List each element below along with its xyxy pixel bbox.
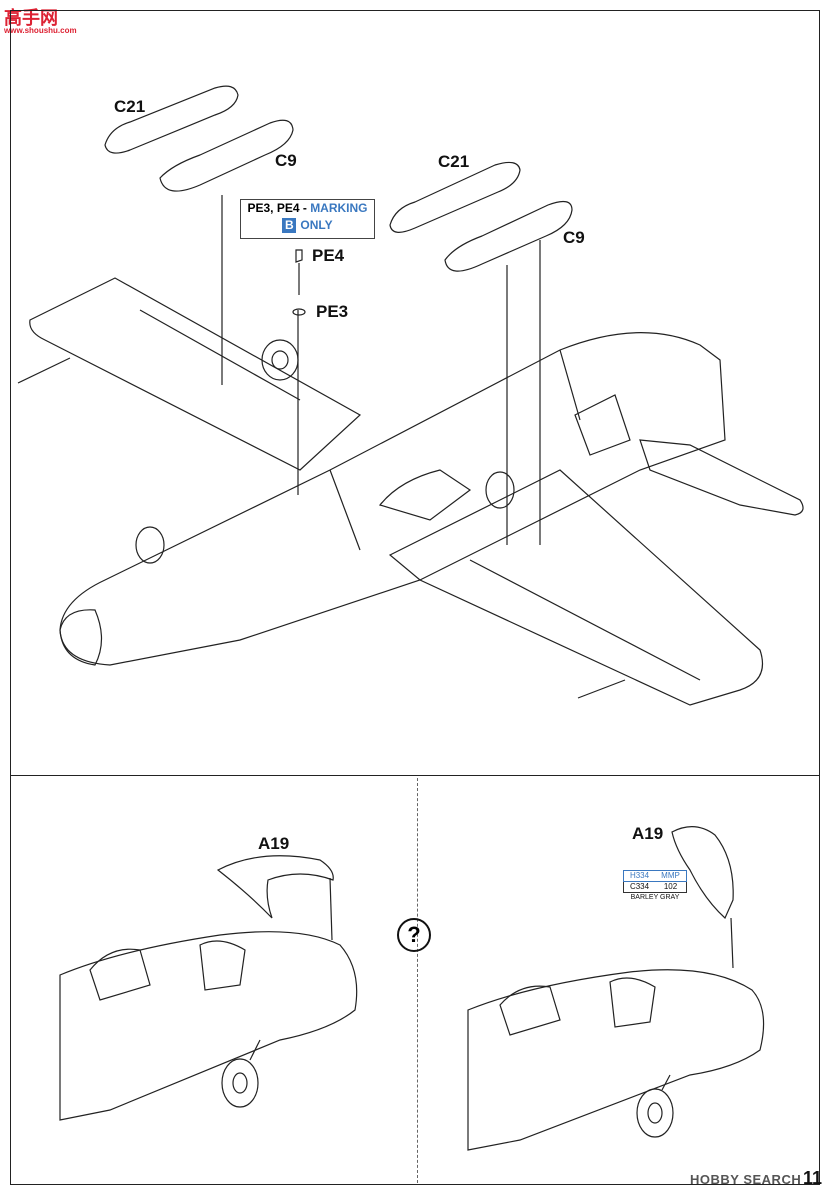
marking-b-badge: B <box>282 218 297 233</box>
fin <box>574 394 631 456</box>
aircraft-illustration <box>17 85 804 706</box>
marking-note-prefix: PE3, PE4 - <box>247 201 307 215</box>
paint-mmp-code: MMP <box>661 871 680 880</box>
fuselage <box>59 332 726 666</box>
label-pe4: PE4 <box>312 246 345 265</box>
watermark-logo: 高手网 <box>4 8 58 28</box>
label-a19-left: A19 <box>258 834 290 853</box>
label-c9-right: C9 <box>563 228 585 247</box>
paint-c-code: C334 <box>629 882 650 891</box>
help-icon: ? <box>397 918 431 952</box>
forward-fuselage-right <box>467 969 765 1151</box>
nose <box>59 609 103 666</box>
tailplane <box>639 439 804 516</box>
right-wing <box>388 469 764 706</box>
c21-left-pylon <box>104 85 239 154</box>
c9-right-tank <box>444 200 573 272</box>
canopy-a19-left <box>216 855 334 919</box>
paint-name: BARLEY GRAY <box>630 894 680 901</box>
marking-note-only: ONLY <box>300 218 333 232</box>
marking-note-highlight: MARKING <box>310 201 368 215</box>
c21-right-pylon <box>389 161 521 233</box>
paint-c-num: 102 <box>663 882 678 891</box>
canopy-a19-right <box>671 826 734 919</box>
label-a19-right: A19 <box>632 824 664 843</box>
watermark-hobby-search: HOBBY SEARCH <box>690 1172 802 1187</box>
section-divider-vertical <box>417 778 418 1183</box>
label-pe3: PE3 <box>316 302 349 321</box>
page-number: 11 <box>803 1168 823 1188</box>
page-frame <box>10 10 820 1185</box>
c9-left-tank <box>159 119 294 192</box>
paint-reference: H334 MMP C334 102 BARLEY GRAY <box>623 870 687 903</box>
forward-fuselage-left <box>59 931 358 1121</box>
paint-h-code: H334 <box>629 871 650 880</box>
watermark-site: www.shoushu.com <box>4 26 77 35</box>
left-wing <box>29 277 362 471</box>
label-c21-left: C21 <box>114 97 146 116</box>
section-divider-horizontal <box>10 775 820 776</box>
label-c9-left: C9 <box>275 151 297 170</box>
label-c21-right: C21 <box>438 152 470 171</box>
